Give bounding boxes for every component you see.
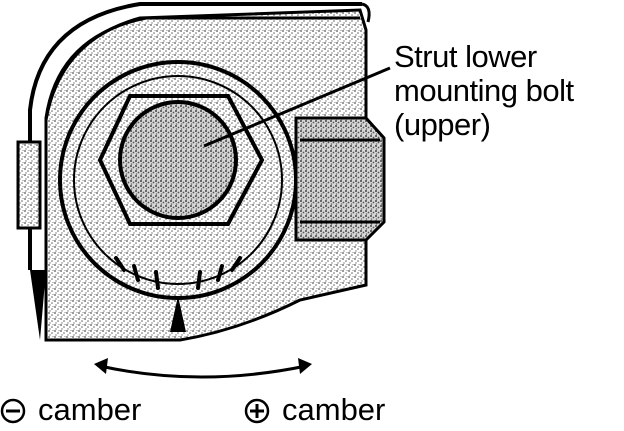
arrow-head-right xyxy=(298,358,312,374)
negative-camber-text: camber xyxy=(38,392,142,427)
positive-camber-label: camber xyxy=(244,393,385,427)
plus-circle-icon xyxy=(244,397,270,424)
arrow-head-left xyxy=(94,358,108,374)
bracket-rim-tip xyxy=(361,2,371,23)
left-tab xyxy=(30,270,46,340)
cam-washer-inner xyxy=(73,75,283,285)
left-side-block xyxy=(16,140,42,230)
minus-circle-icon xyxy=(0,397,26,424)
strut-bolt-callout: Strut lower mounting bolt (upper) xyxy=(394,40,614,142)
negative-camber-label: camber xyxy=(0,393,141,427)
bracket-rim-outer xyxy=(28,2,362,270)
callout-line-3: (upper) xyxy=(394,107,491,142)
camber-direction-arrow xyxy=(99,364,307,379)
right-nut-block xyxy=(294,116,386,242)
bracket-rim-inner xyxy=(44,16,360,270)
callout-line-1: Strut lower xyxy=(394,39,537,74)
bolt-face xyxy=(118,100,238,220)
positive-camber-text: camber xyxy=(282,392,386,427)
reference-pointer xyxy=(170,296,186,332)
callout-leader xyxy=(203,66,391,148)
camber-scale-ticks xyxy=(114,256,242,290)
callout-line-2: mounting bolt xyxy=(394,73,574,108)
